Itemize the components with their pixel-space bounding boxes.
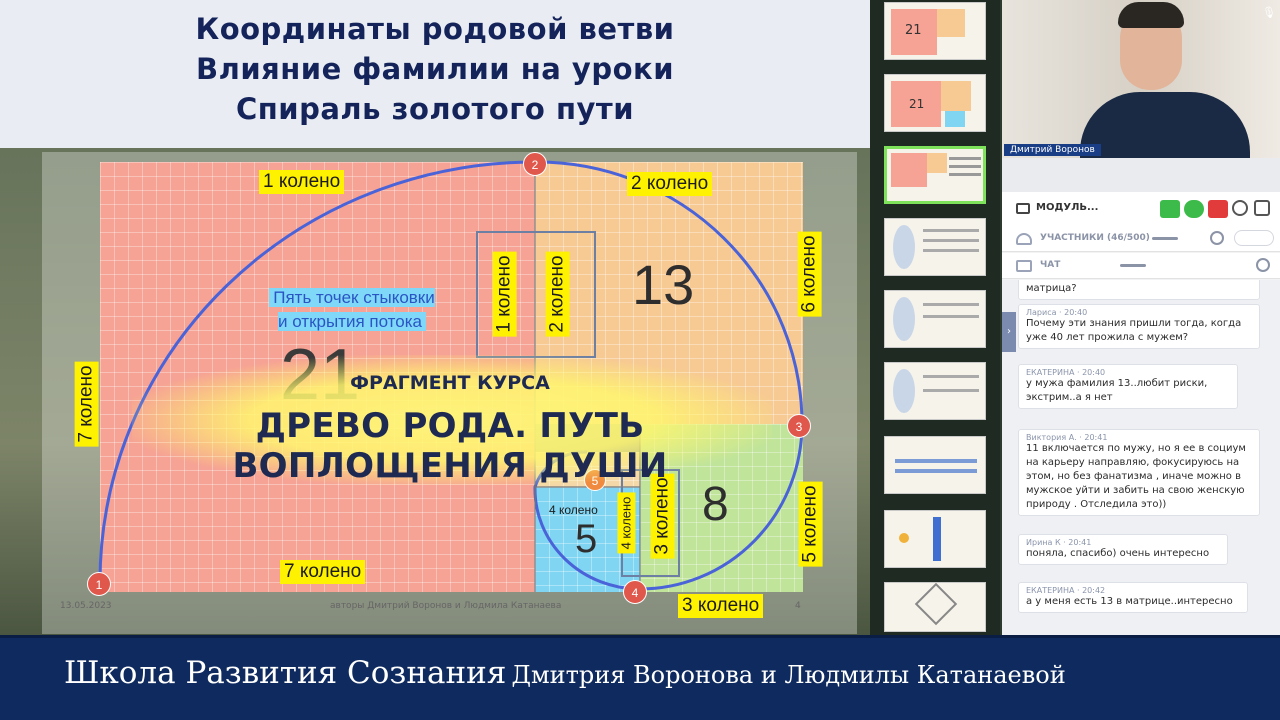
thumbnail-8[interactable]: [884, 510, 986, 568]
chat-label: ЧАТ: [1040, 260, 1061, 270]
webcam-gap: [1002, 158, 1280, 192]
participants-search-input[interactable]: [1234, 230, 1274, 246]
thumbnail-7[interactable]: [884, 436, 986, 494]
title-line-2: Влияние фамилии на уроки: [195, 52, 675, 86]
knee-label-3-bottom: 3 колено: [678, 594, 764, 618]
knee-label-4-vertical: 4 колено: [617, 492, 636, 554]
thumbnail-3-active[interactable]: [884, 146, 986, 204]
point-4: 4: [623, 580, 647, 604]
title-band: Координаты родовой ветви Влияние фамилии…: [0, 0, 870, 148]
gear-icon[interactable]: [1232, 200, 1248, 216]
title-line-1: Координаты родовой ветви: [195, 12, 675, 46]
title-line-3: Спираль золотого пути: [235, 92, 635, 126]
video-toggle-button[interactable]: [1160, 200, 1180, 218]
thumbnail-9[interactable]: [884, 582, 986, 632]
presentation-stage: Координаты родовой ветви Влияние фамилии…: [0, 0, 870, 635]
chat-section[interactable]: ЧАТ: [1002, 253, 1280, 279]
participants-gear-icon[interactable]: [1210, 231, 1224, 245]
five-points-label: Пять точек стыковки и открытия потока: [247, 262, 457, 334]
person-body: [1080, 92, 1250, 158]
thumbnail-1[interactable]: 21: [884, 2, 986, 60]
mic-icon[interactable]: 🎙: [1262, 6, 1276, 19]
chat-message: матрица?: [1018, 280, 1260, 300]
knee-label-3-vertical: 3 колено: [650, 473, 675, 559]
slide-thumbnails: 21 21: [870, 0, 1000, 635]
chat-icon: [1016, 260, 1032, 272]
footer-text: Школа Развития Сознания Дмитрия Воронова…: [64, 655, 1066, 691]
point-1: 1: [87, 572, 111, 596]
chat-message: Виктория А. · 20:41 11 включается по муж…: [1018, 429, 1260, 516]
knee-label-2-vertical: 2 колено: [545, 251, 570, 337]
knee-label-6-right: 6 колено: [797, 231, 822, 317]
knee-label-4-small: 4 колено: [549, 503, 598, 517]
webcam-view: Дмитрий Воронов 🎙: [1002, 0, 1280, 158]
module-label: МОДУЛЬ...: [1036, 202, 1099, 213]
thumbnail-2[interactable]: 21: [884, 74, 986, 132]
chat-message: ЕКАТЕРИНА · 20:42 а у меня есть 13 в мат…: [1018, 582, 1248, 613]
webcam-name-tag: Дмитрий Воронов: [1004, 144, 1101, 156]
knee-label-1-top: 1 колено: [259, 170, 345, 194]
overlay-glow: [132, 355, 772, 485]
slide-authors: авторы Дмитрий Воронов и Людмила Катанае…: [330, 601, 562, 611]
slide-date: 13.05.2023: [60, 601, 112, 611]
collapse-chevron-icon[interactable]: ›: [1002, 312, 1016, 352]
thumbnail-number: 21: [905, 23, 922, 38]
module-bar: МОДУЛЬ...: [1002, 192, 1280, 226]
knee-label-2-top: 2 колено: [627, 172, 713, 196]
thumbnail-6[interactable]: [884, 362, 986, 420]
point-2: 2: [523, 152, 547, 176]
slide-page-number: 4: [795, 601, 801, 611]
chat-gear-icon[interactable]: [1256, 258, 1270, 272]
knee-label-1-vertical: 1 колено: [492, 251, 517, 337]
knee-label-7-bottom: 7 колено: [280, 560, 366, 584]
screen-share-stop-button[interactable]: [1208, 200, 1228, 218]
participants-label: УЧАСТНИКИ (46/500): [1040, 233, 1150, 243]
footer-school-name: Школа Развития Сознания: [64, 655, 507, 691]
mic-toggle-button[interactable]: [1184, 200, 1204, 218]
course-title: ДРЕВО РОДА. ПУТЬ ВОПЛОЩЕНИЯ ДУШИ: [232, 406, 668, 486]
number-8: 8: [702, 478, 729, 531]
right-panel: Дмитрий Воронов 🎙 МОДУЛЬ... УЧАСТНИКИ (4…: [1002, 0, 1280, 635]
knee-label-7-left: 7 колено: [74, 361, 99, 447]
thumbnail-number: 21: [909, 97, 925, 111]
participants-section[interactable]: УЧАСТНИКИ (46/500): [1002, 226, 1280, 252]
knee-label-5-right: 5 колено: [798, 481, 823, 567]
fragment-label: ФРАГМЕНТ КУРСА: [350, 372, 550, 394]
users-icon: [1016, 233, 1032, 245]
chat-messages: матрица? Лариса · 20:40 Почему эти знани…: [1002, 280, 1280, 635]
thumbnail-5[interactable]: [884, 290, 986, 348]
person-hair: [1118, 2, 1184, 28]
number-13: 13: [632, 253, 695, 316]
chat-message: Ирина К · 20:41 поняла, спасибо) очень и…: [1018, 534, 1228, 565]
chat-message: Лариса · 20:40 Почему эти знания пришли …: [1018, 304, 1260, 349]
camera-icon: [1016, 203, 1030, 214]
chat-message: ЕКАТЕРИНА · 20:40 у мужа фамилия 13..люб…: [1018, 364, 1238, 409]
expand-icon[interactable]: [1254, 200, 1270, 216]
point-3: 3: [787, 414, 811, 438]
footer-authors: Дмитрия Воронова и Людмилы Катанаевой: [511, 661, 1066, 689]
footer-banner: Школа Развития Сознания Дмитрия Воронова…: [0, 635, 1280, 720]
number-5: 5: [575, 517, 598, 561]
thumbnail-4[interactable]: [884, 218, 986, 276]
